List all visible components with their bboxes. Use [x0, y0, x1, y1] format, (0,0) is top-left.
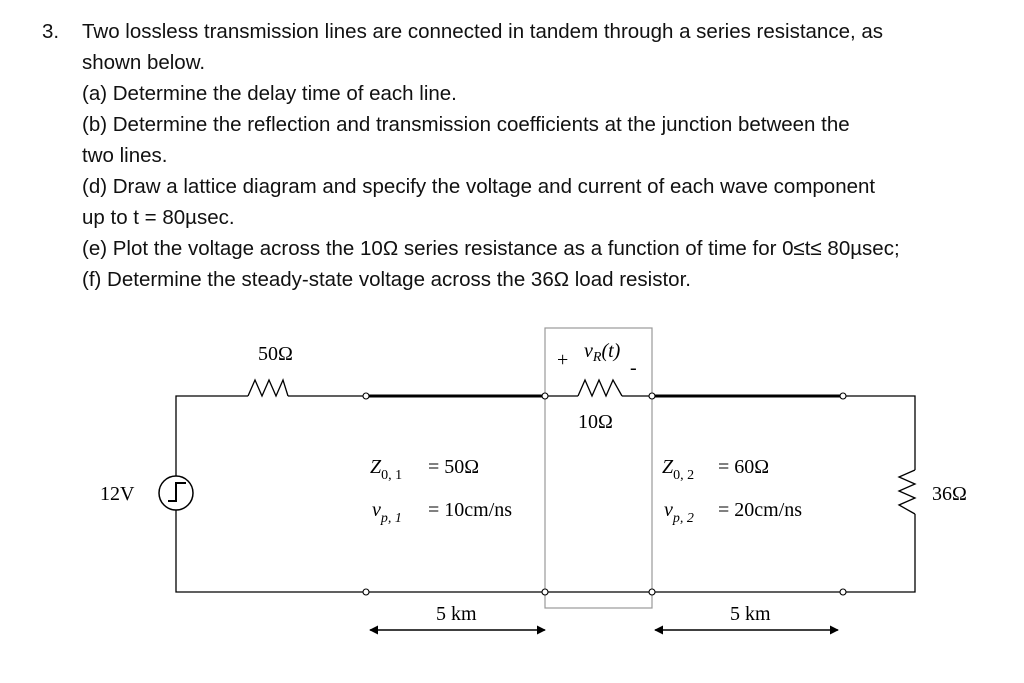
source-resistor-label: 50Ω	[258, 343, 293, 365]
vr-minus-sign: -	[630, 357, 637, 379]
line2-impedance-symbol: Z0, 2	[662, 456, 694, 483]
part-b-cont: two lines.	[82, 144, 168, 167]
series-resistor-icon	[577, 378, 623, 398]
part-e: (e) Plot the voltage across the 10Ω seri…	[82, 237, 900, 260]
step-voltage-source-icon	[158, 475, 194, 511]
part-b: (b) Determine the reflection and transmi…	[82, 113, 850, 136]
line1-impedance-symbol: Z0, 1	[370, 456, 402, 483]
line2-velocity-symbol: vp, 2	[664, 499, 694, 526]
source-wiring	[175, 395, 363, 593]
junction-box	[544, 327, 653, 609]
vr-label: vR(t)	[584, 340, 621, 365]
transmission-line-1	[366, 394, 545, 593]
series-resistor-label: 10Ω	[578, 411, 613, 433]
part-d: (d) Draw a lattice diagram and specify t…	[82, 175, 876, 198]
source-voltage-label: 12V	[100, 483, 135, 505]
transmission-line-2	[652, 394, 840, 593]
problem-line-1: Two lossless transmission lines are conn…	[82, 20, 884, 43]
series-resistor-wiring	[545, 395, 652, 593]
line1-velocity-symbol: vp, 1	[372, 499, 402, 526]
load-resistor-icon	[897, 469, 917, 515]
part-a: (a) Determine the delay time of each lin…	[82, 82, 457, 105]
part-d-cont: up to t = 80µsec.	[82, 206, 235, 229]
load-wiring	[843, 395, 916, 593]
line2-impedance-value: = 60Ω	[718, 456, 769, 478]
problem-number: 3.	[42, 20, 60, 43]
terminal-nodes	[362, 392, 847, 596]
part-f: (f) Determine the steady-state voltage a…	[82, 268, 691, 291]
load-resistor-label: 36Ω	[932, 483, 967, 505]
line1-velocity-value: = 10cm/ns	[428, 499, 512, 521]
line2-velocity-value: = 20cm/ns	[718, 499, 802, 521]
vr-plus-sign: +	[557, 349, 568, 371]
line1-length-label: 5 km	[436, 603, 477, 625]
problem-line-2: shown below.	[82, 51, 206, 74]
source-resistor-icon	[247, 378, 289, 398]
line2-length-label: 5 km	[730, 603, 771, 625]
line1-impedance-value: = 50Ω	[428, 456, 479, 478]
